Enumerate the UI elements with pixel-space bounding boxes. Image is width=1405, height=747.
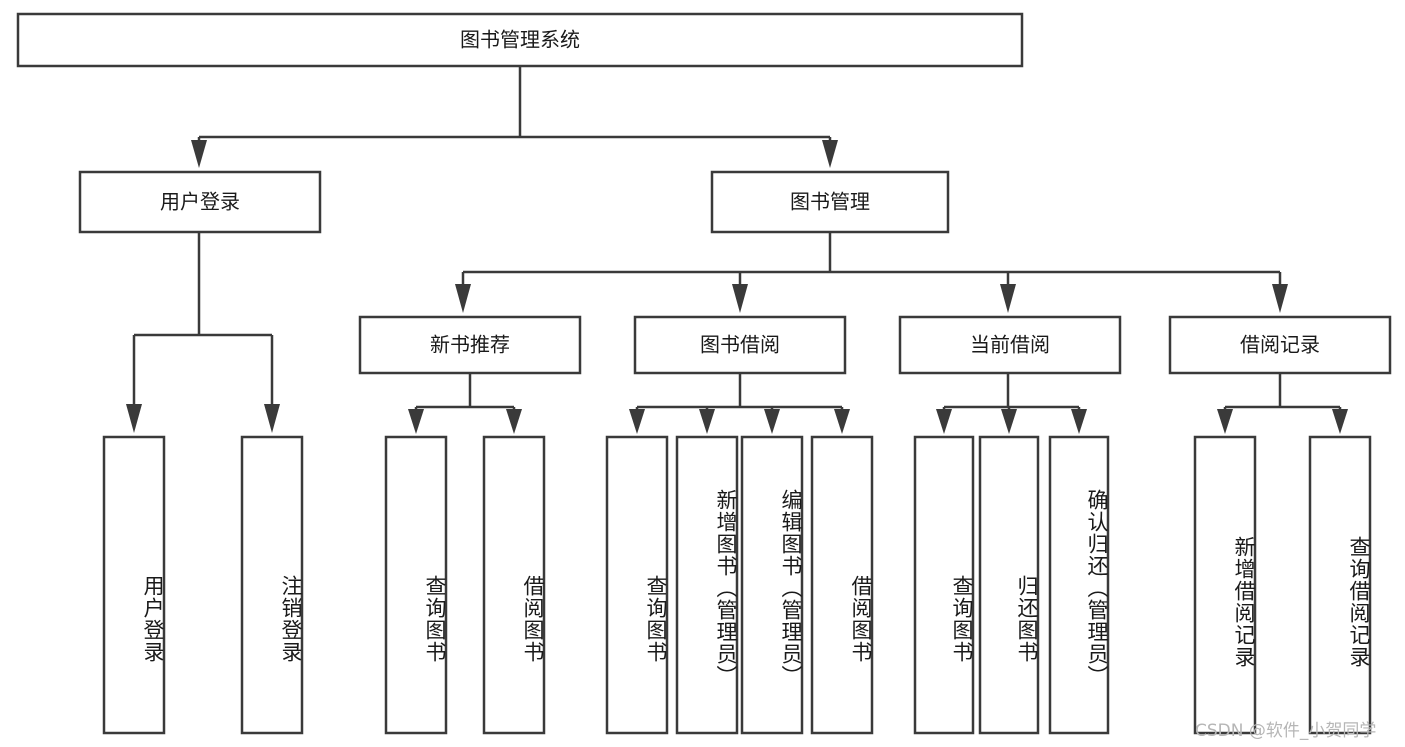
arrow-head-currentborrow-leaf-1 bbox=[936, 409, 952, 434]
arrow-head-borrowrecord-leaf-2 bbox=[1332, 409, 1348, 434]
arrow-head-bookborrow-leaf-4 bbox=[834, 409, 850, 434]
node-new-book-recommend-box bbox=[358, 315, 582, 375]
arrow-head-borrow-record bbox=[1272, 284, 1288, 313]
node-book-borrow-box bbox=[633, 315, 847, 375]
node-book-management-label: 图书管理 bbox=[790, 190, 870, 214]
leaf-box-query-book-2[interactable] bbox=[605, 435, 669, 735]
connector-group-borrowrecord-to-leaves bbox=[1217, 373, 1348, 434]
leaf-box-return-book[interactable] bbox=[978, 435, 1040, 735]
arrow-head-currentborrow-leaf-3 bbox=[1071, 409, 1087, 434]
arrow-head-newbook-leaf-2 bbox=[506, 409, 522, 434]
node-root-system[interactable]: 图书管理系统 bbox=[16, 12, 1024, 68]
node-book-borrow[interactable]: 图书借阅 bbox=[633, 315, 847, 375]
leaf-box-query-book-1[interactable] bbox=[384, 435, 448, 735]
connector-group-userlogin-to-leaves bbox=[126, 232, 280, 433]
node-book-management[interactable]: 图书管理 bbox=[710, 170, 950, 234]
arrow-head-borrowrecord-leaf-1 bbox=[1217, 409, 1233, 434]
csdn-watermark: CSDN @软件_小贺同学 bbox=[1195, 721, 1377, 741]
node-new-book-recommend-label: 新书推荐 bbox=[430, 333, 510, 357]
leaf-box-borrow-book-1[interactable] bbox=[482, 435, 546, 735]
arrow-head-book-borrow bbox=[732, 284, 748, 313]
arrow-head-new-book-rec bbox=[455, 284, 471, 313]
leaf-box-logout[interactable] bbox=[240, 435, 304, 735]
node-user-login-box bbox=[78, 170, 322, 234]
leaf-box-confirm-return-admin[interactable] bbox=[1048, 435, 1110, 735]
arrow-head-book-manage bbox=[822, 140, 838, 168]
connector-group-root-to-level2 bbox=[191, 66, 838, 168]
node-borrow-record-label: 借阅记录 bbox=[1240, 333, 1320, 357]
leaf-box-edit-book-admin[interactable] bbox=[740, 435, 804, 735]
leaf-box-add-book-admin[interactable] bbox=[675, 435, 739, 735]
connector-group-bookmanage-to-level3 bbox=[455, 232, 1288, 313]
node-current-borrow-box bbox=[898, 315, 1122, 375]
node-current-borrow[interactable]: 当前借阅 bbox=[898, 315, 1122, 375]
leaf-box-query-book-3[interactable] bbox=[913, 435, 975, 735]
arrow-head-leaf-user-login bbox=[126, 404, 142, 433]
node-user-login-label: 用户登录 bbox=[160, 190, 240, 214]
arrow-head-bookborrow-leaf-1 bbox=[629, 409, 645, 434]
arrow-head-currentborrow-leaf-2 bbox=[1001, 409, 1017, 434]
connector-group-bookborrow-to-leaves bbox=[629, 373, 850, 434]
node-book-borrow-label: 图书借阅 bbox=[700, 333, 780, 357]
node-user-login[interactable]: 用户登录 bbox=[78, 170, 322, 234]
leaf-box-query-borrow-record[interactable] bbox=[1308, 435, 1372, 735]
node-new-book-recommend[interactable]: 新书推荐 bbox=[358, 315, 582, 375]
node-borrow-record[interactable]: 借阅记录 bbox=[1168, 315, 1392, 375]
leaf-box-add-borrow-record[interactable] bbox=[1193, 435, 1257, 735]
arrow-head-current-borrow bbox=[1000, 284, 1016, 313]
leaf-box-borrow-book-2[interactable] bbox=[810, 435, 874, 735]
connector-group-currentborrow-to-leaves bbox=[936, 373, 1087, 434]
arrow-head-user-login bbox=[191, 140, 207, 168]
arrow-head-leaf-logout bbox=[264, 404, 280, 433]
node-book-management-box bbox=[710, 170, 950, 234]
node-root-box bbox=[16, 12, 1024, 68]
arrow-head-newbook-leaf-1 bbox=[408, 409, 424, 434]
node-root-label: 图书管理系统 bbox=[460, 28, 580, 52]
arrow-head-bookborrow-leaf-2 bbox=[699, 409, 715, 434]
arrow-head-bookborrow-leaf-3 bbox=[764, 409, 780, 434]
node-borrow-record-box bbox=[1168, 315, 1392, 375]
leaf-box-user-login[interactable] bbox=[102, 435, 166, 735]
node-current-borrow-label: 当前借阅 bbox=[970, 333, 1050, 357]
connector-group-newbook-to-leaves bbox=[408, 373, 522, 434]
